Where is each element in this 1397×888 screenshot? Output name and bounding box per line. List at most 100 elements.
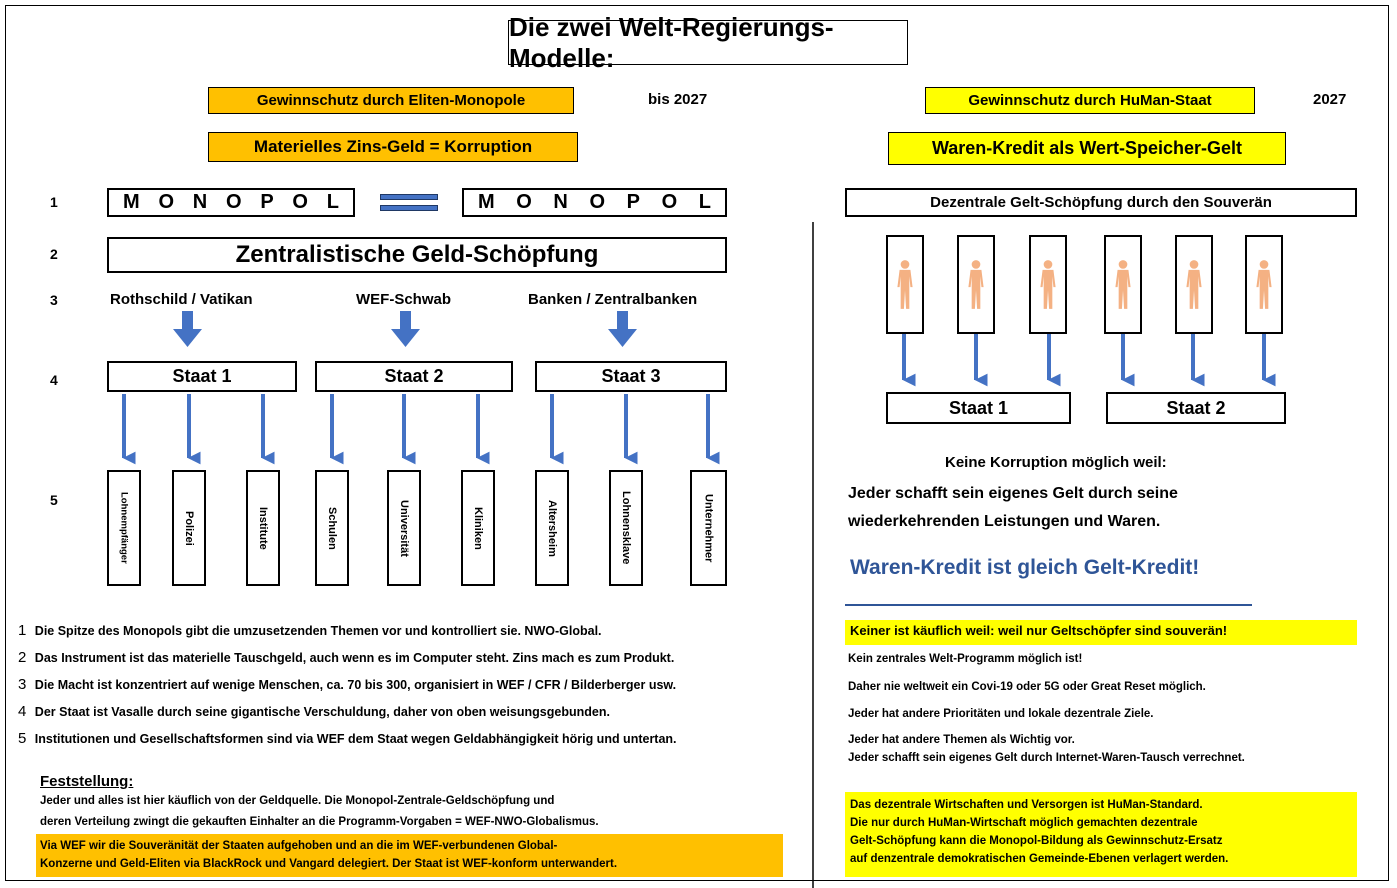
- row-number-2: 2: [50, 246, 58, 262]
- right-state-2: Staat 2: [1106, 392, 1286, 424]
- equals-sign: [380, 194, 438, 212]
- institution-label: Institute: [257, 506, 269, 550]
- feststellung-title: Feststellung:: [40, 773, 134, 790]
- left-state-3: Staat 3: [535, 361, 727, 392]
- summary-line: Das dezentrale Wirtschaften und Versorge…: [850, 799, 1203, 811]
- page-frame: [5, 5, 1389, 881]
- feststellung-line: Jeder und alles ist hier käuflich von de…: [40, 795, 555, 807]
- note-text: Der Staat ist Vasalle durch seine gigant…: [34, 705, 610, 719]
- institution-box: Schulen: [315, 470, 349, 586]
- monopol-letter: O: [292, 191, 308, 213]
- note-number: 4: [18, 703, 27, 720]
- institution-label: Lohnempfänger: [118, 492, 130, 564]
- institution-box: Unternehmer: [690, 470, 727, 586]
- person-box: [1175, 235, 1213, 334]
- page-title: Die zwei Welt-Regierungs-Modelle:: [508, 12, 908, 73]
- left-header-year: bis 2027: [648, 91, 708, 108]
- monopol-letter: N: [192, 191, 208, 213]
- monopol-letter: P: [260, 191, 274, 213]
- institution-label: Schulen: [326, 506, 338, 550]
- institution-label: Kliniken: [472, 506, 484, 550]
- statement-line: Jeder schafft sein eigenes Gelt durch se…: [848, 485, 1178, 502]
- right-header-label: Gewinnschutz durch HuMan-Staat: [925, 87, 1255, 114]
- person-icon: [1115, 259, 1131, 309]
- feststellung-orange-line: Konzerne und Geld-Eliten via BlackRock u…: [40, 858, 618, 870]
- person-icon: [897, 259, 913, 309]
- right-line: Jeder schafft sein eigenes Gelt durch In…: [848, 752, 1245, 764]
- note-row: 5 Institutionen und Gesellschaftsformen …: [18, 730, 677, 757]
- note-text: Die Spitze des Monopols gibt die umzuset…: [34, 624, 602, 638]
- person-icon: [1186, 259, 1202, 309]
- left-state-1: Staat 1: [107, 361, 297, 392]
- blue-heading: Waren-Kredit ist gleich Gelt-Kredit!: [850, 556, 1200, 579]
- monopol-letter: P: [626, 191, 640, 213]
- row-number-3: 3: [50, 292, 58, 308]
- summary-line: Gelt-Schöpfung kann die Monopol-Bildung …: [850, 835, 1223, 847]
- row-number-4: 4: [50, 372, 58, 388]
- institution-box: Altersheim: [535, 470, 569, 586]
- decentral-money-creation-box: Dezentrale Gelt-Schöpfung durch den Souv…: [845, 188, 1357, 217]
- institution-box: Institute: [246, 470, 280, 586]
- monopol-letter: O: [516, 191, 532, 213]
- monopol-letter: N: [553, 191, 568, 213]
- monopol-letter: O: [661, 191, 678, 213]
- note-row: 4 Der Staat ist Vasalle durch seine giga…: [18, 703, 677, 730]
- institution-label: Lohnensklave: [620, 491, 632, 565]
- person-icon: [968, 259, 984, 309]
- source-wef: WEF-Schwab: [356, 291, 452, 308]
- note-number: 2: [18, 649, 27, 666]
- left-header-label: Gewinnschutz durch Eliten-Monopole: [208, 87, 574, 114]
- monopol-letter: O: [589, 191, 606, 213]
- institution-label: Polizei: [183, 510, 195, 546]
- right-line: Jeder hat andere Themen als Wichtig vor.: [848, 734, 1075, 746]
- institution-box: Lohnempfänger: [107, 470, 141, 586]
- yellow-summary-block: Das dezentrale Wirtschaften und Versorge…: [845, 792, 1357, 877]
- monopol-letter: L: [698, 191, 711, 213]
- left-notes: 1 Die Spitze des Monopols gibt die umzus…: [18, 622, 677, 757]
- institution-label: Universität: [398, 499, 410, 557]
- person-box: [1029, 235, 1067, 334]
- monopol-letter: L: [326, 191, 339, 213]
- row-number-5: 5: [50, 492, 58, 508]
- person-box: [886, 235, 924, 334]
- no-corruption-heading: Keine Korruption möglich weil:: [945, 454, 1167, 471]
- institution-box: Lohnensklave: [609, 470, 643, 586]
- note-text: Das Instrument ist das materielle Tausch…: [34, 651, 675, 665]
- feststellung-orange-line: Via WEF wir die Souveränität der Staaten…: [40, 840, 558, 852]
- source-banks: Banken / Zentralbanken: [528, 291, 698, 308]
- institution-box: Universität: [387, 470, 421, 586]
- institution-box: Kliniken: [461, 470, 495, 586]
- monopol-letter: O: [225, 191, 242, 213]
- note-number: 5: [18, 730, 27, 747]
- monopol-box-right: M O N O P O L: [462, 188, 727, 217]
- right-line: Jeder hat andere Prioritäten und lokale …: [848, 708, 1154, 720]
- note-number: 3: [18, 676, 27, 693]
- statement-line: wiederkehrenden Leistungen und Waren.: [848, 513, 1161, 530]
- right-subheader-label: Waren-Kredit als Wert-Speicher-Gelt: [888, 132, 1286, 165]
- note-text: Institutionen und Gesellschaftsformen si…: [34, 732, 677, 746]
- person-icon: [1040, 259, 1056, 309]
- source-rothschild: Rothschild / Vatikan: [110, 291, 253, 308]
- institution-label: Altersheim: [546, 499, 558, 557]
- monopol-letter: M: [123, 191, 140, 213]
- monopol-box-left: M O N O P O L: [107, 188, 355, 217]
- left-subheader-label: Materielles Zins-Geld = Korruption: [208, 132, 578, 162]
- central-money-creation-box: Zentralistische Geld-Schöpfung: [107, 237, 727, 273]
- feststellung-orange-block: Via WEF wir die Souveränität der Staaten…: [36, 834, 783, 877]
- note-row: 1 Die Spitze des Monopols gibt die umzus…: [18, 622, 677, 649]
- person-icon: [1256, 259, 1272, 309]
- right-header-year: 2027: [1313, 91, 1347, 108]
- note-number: 1: [18, 622, 27, 639]
- person-box: [1104, 235, 1142, 334]
- monopol-letter: M: [478, 191, 495, 213]
- right-line: Kein zentrales Welt-Programm möglich ist…: [848, 653, 1083, 665]
- feststellung-line: deren Verteilung zwingt die gekauften Ei…: [40, 816, 599, 828]
- row-number-1: 1: [50, 194, 58, 210]
- summary-line: Die nur durch HuMan-Wirtschaft möglich g…: [850, 817, 1198, 829]
- monopol-letter: O: [158, 191, 174, 213]
- summary-line: auf denzentrale demokratischen Gemeinde-…: [850, 853, 1229, 865]
- right-line: Daher nie weltweit ein Covi-19 oder 5G o…: [848, 681, 1206, 693]
- person-box: [957, 235, 995, 334]
- person-box: [1245, 235, 1283, 334]
- yellow-banner: Keiner ist käuflich weil: weil nur Gelts…: [845, 620, 1357, 645]
